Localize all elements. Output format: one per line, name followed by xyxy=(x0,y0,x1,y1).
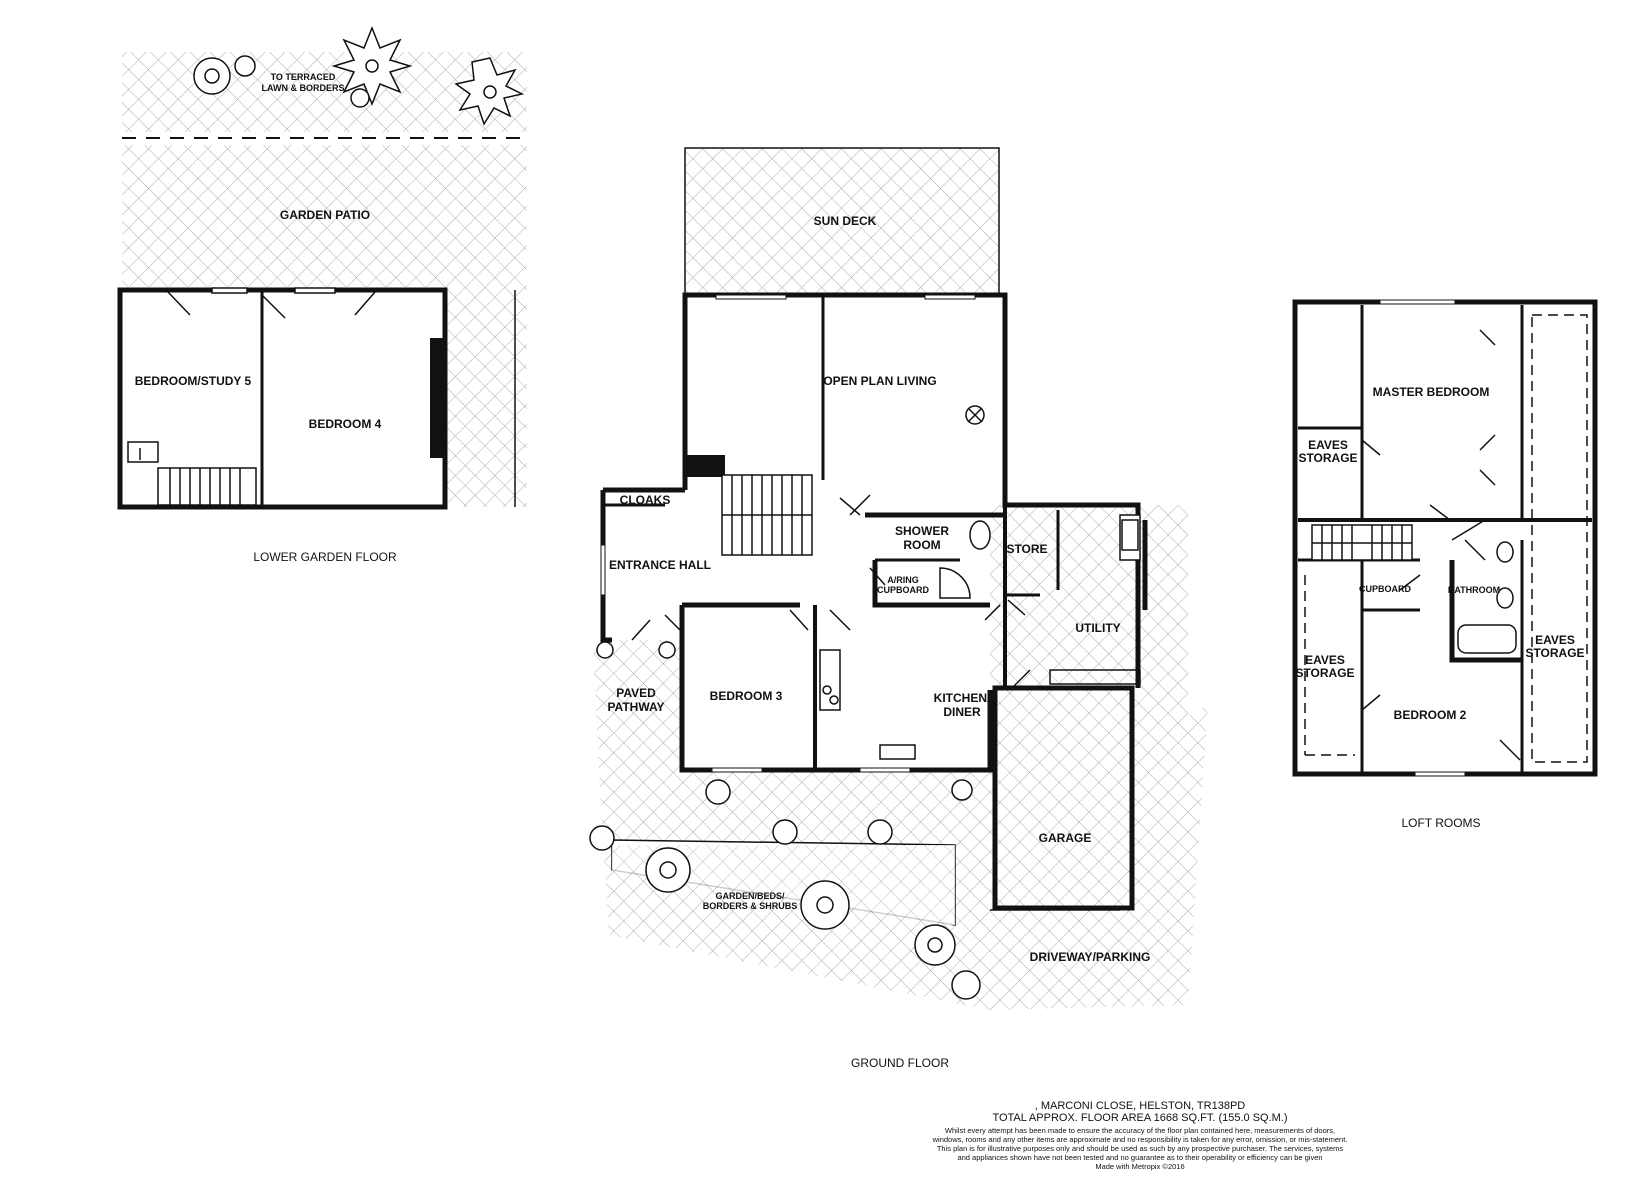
floor-plan-footer: , MARCONI CLOSE, HELSTON, TR138PD TOTAL … xyxy=(930,1100,1350,1171)
eaves-storage-a-label-1: EAVES xyxy=(1308,438,1348,452)
sun-deck-label: SUN DECK xyxy=(814,214,877,228)
property-address: , MARCONI CLOSE, HELSTON, TR138PD xyxy=(1034,1100,1246,1112)
shower-room-label-2: ROOM xyxy=(903,538,940,552)
lower-garden-floor-caption: LOWER GARDEN FLOOR xyxy=(253,550,397,564)
paved-pathway-label-1: PAVED xyxy=(616,686,656,700)
eaves-storage-c-label-2: STORAGE xyxy=(1525,646,1584,660)
eaves-storage-a-label-2: STORAGE xyxy=(1298,451,1357,465)
garden-beds-label-1: GARDEN/BEDS/ xyxy=(715,891,785,901)
airing-cupboard-label-1: A/RING xyxy=(887,575,919,585)
kitchen-diner-label-2: DINER xyxy=(943,705,981,719)
loft-rooms-plan: MASTER BEDROOM EAVES STORAGE CUPBOARD BA… xyxy=(1292,299,1598,830)
ground-floor-plan: SUN DECK OPEN PLAN LIVING CLOAKS ENTRANC… xyxy=(589,147,1208,1070)
garage-outline xyxy=(992,685,1135,911)
entrance-hall-label: ENTRANCE HALL xyxy=(609,558,711,572)
paved-pathway-label-2: PATHWAY xyxy=(607,700,664,714)
airing-cupboard-label-2: CUPBOARD xyxy=(877,585,930,595)
sun-deck-area xyxy=(685,148,999,293)
terraced-lawn-area xyxy=(122,52,527,132)
bedroom2-label: BEDROOM 2 xyxy=(1394,708,1467,722)
utility-label: UTILITY xyxy=(1075,621,1120,635)
lower-floor-outline xyxy=(117,287,448,510)
garden-beds-label-2: BORDERS & SHRUBS xyxy=(703,901,798,911)
kitchen-diner-label-1: KITCHEN/ xyxy=(934,691,991,705)
store-label: STORE xyxy=(1006,542,1047,556)
bathroom-label: BATHROOM xyxy=(1448,585,1500,595)
bedroom3-label: BEDROOM 3 xyxy=(710,689,783,703)
made-with-credit: Made with Metropix ©2016 xyxy=(1095,1162,1185,1171)
garden-patio-label: GARDEN PATIO xyxy=(280,208,370,222)
garden-patio-area xyxy=(122,145,527,287)
bedroom4-label: BEDROOM 4 xyxy=(309,417,382,431)
total-floor-area: TOTAL APPROX. FLOOR AREA 1668 SQ.FT. (15… xyxy=(992,1112,1288,1124)
shower-room-label-1: SHOWER xyxy=(895,524,949,538)
bedroom-study5-label: BEDROOM/STUDY 5 xyxy=(135,374,252,388)
loft-rooms-caption: LOFT ROOMS xyxy=(1401,816,1480,830)
open-plan-living-label: OPEN PLAN LIVING xyxy=(823,374,936,388)
cupboard-label: CUPBOARD xyxy=(1359,584,1412,594)
disclaimer-text: Whilst every attempt has been made to en… xyxy=(932,1126,1348,1162)
star-plant-icon xyxy=(331,25,413,108)
master-bedroom-label: MASTER BEDROOM xyxy=(1373,385,1490,399)
ground-floor-caption: GROUND FLOOR xyxy=(851,1056,949,1070)
star-plant-icon xyxy=(454,57,525,126)
shrub-icon xyxy=(193,55,256,95)
shrub-icon xyxy=(589,641,981,1000)
cloaks-label: CLOAKS xyxy=(620,493,671,507)
garage-label: GARAGE xyxy=(1039,831,1092,845)
eaves-storage-c-label-1: EAVES xyxy=(1535,633,1575,647)
eaves-storage-b-label-1: EAVES xyxy=(1305,653,1345,667)
driveway-parking-label: DRIVEWAY/PARKING xyxy=(1030,950,1151,964)
eaves-storage-b-label-2: STORAGE xyxy=(1295,666,1354,680)
